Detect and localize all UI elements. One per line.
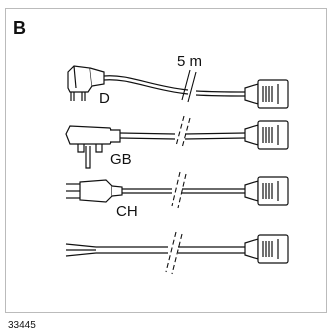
figure-frame	[5, 8, 327, 313]
uk-plug-icon	[65, 125, 121, 169]
cable-d	[67, 65, 246, 101]
length-label: 5 m	[177, 53, 202, 70]
plug-label-ch: CH	[116, 203, 138, 220]
plug-label-gb: GB	[110, 151, 132, 168]
cable-bare	[65, 243, 245, 257]
cable-break-marks	[165, 69, 197, 275]
connector-2	[244, 120, 289, 150]
connector-4	[244, 234, 289, 264]
connector-3	[244, 176, 289, 206]
connector-1	[244, 79, 289, 109]
cable-gb	[65, 125, 246, 169]
bare-wire-ends-icon	[65, 243, 97, 257]
appliance-connector-icon	[244, 79, 289, 264]
figure-number: 33445	[8, 320, 36, 331]
swiss-plug-icon	[66, 179, 123, 203]
plug-label-d: D	[99, 90, 110, 107]
cable-ch	[66, 179, 245, 203]
panel-label: B	[13, 18, 26, 38]
schuko-angled-plug-icon	[67, 65, 105, 101]
